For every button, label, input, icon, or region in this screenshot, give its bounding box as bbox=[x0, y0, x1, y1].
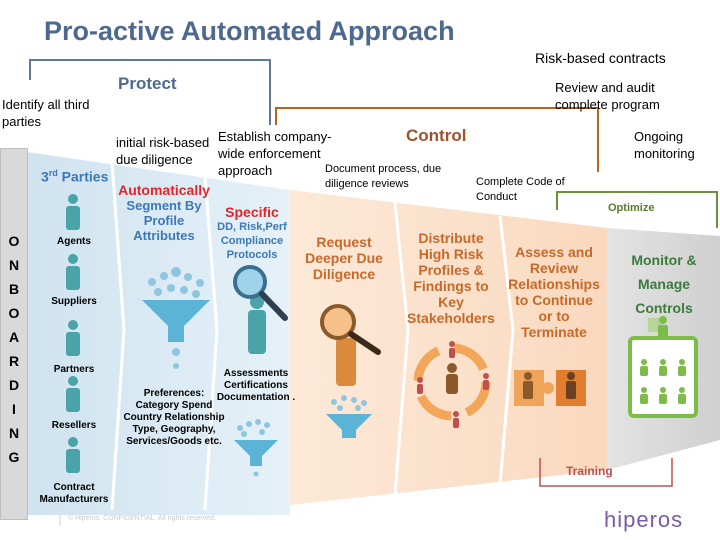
note-document: Document process, due diligence reviews bbox=[325, 163, 442, 190]
onboarding-letter: I bbox=[12, 401, 16, 417]
parties-heading: 3rd Parties bbox=[41, 168, 109, 185]
protect-band bbox=[27, 152, 290, 515]
copyright-text: © Hiperos. CONFIDENTIAL. All rights rese… bbox=[68, 515, 216, 522]
manufacturers-figure-icon bbox=[66, 437, 80, 473]
segment-block: Automatically Segment By Profile Attribu… bbox=[116, 182, 212, 243]
specific-title-red: Specific bbox=[225, 204, 279, 220]
resellers-figure-icon bbox=[66, 376, 80, 412]
note-initial: initial risk-based due diligence bbox=[116, 135, 210, 167]
party-manufacturers: Contract Manufacturers bbox=[39, 482, 109, 505]
specific-funnel-icon bbox=[234, 419, 278, 477]
note-review-audit: Review and audit complete program bbox=[555, 80, 660, 112]
specific-magnifier-figure-icon bbox=[233, 265, 288, 354]
onboarding-letter: R bbox=[8, 353, 20, 369]
control-label: Control bbox=[406, 126, 467, 145]
onboarding-letter: O bbox=[8, 233, 20, 249]
onboarding-letter: N bbox=[8, 425, 20, 441]
optimize-label: Optimize bbox=[608, 202, 655, 214]
note-identify: Identify all third parties bbox=[2, 97, 90, 129]
monitor-orgchart-icon bbox=[628, 316, 698, 418]
control-band bbox=[290, 190, 607, 505]
training-label: Training bbox=[566, 464, 613, 478]
control-bracket bbox=[275, 107, 599, 172]
protect-bracket bbox=[29, 59, 271, 125]
party-agents: Agents bbox=[57, 236, 91, 247]
optimize-bracket bbox=[556, 191, 718, 228]
request-funnel-icon bbox=[326, 395, 372, 438]
onboarding-letter: A bbox=[8, 329, 20, 345]
note-ongoing: Ongoing monitoring bbox=[634, 129, 695, 161]
onboarding-letter: B bbox=[8, 281, 20, 297]
partners-figure-icon bbox=[66, 320, 80, 356]
monitor-label: Monitor & Manage Controls bbox=[631, 252, 697, 316]
party-suppliers: Suppliers bbox=[51, 296, 97, 307]
party-figures bbox=[66, 194, 80, 473]
distribute-label: Distribute High Risk Profiles & Findings… bbox=[407, 230, 495, 326]
onboarding-letter: O bbox=[8, 305, 20, 321]
segment-title: Segment By Profile Attributes bbox=[126, 198, 202, 243]
hiperos-logo: hiperos bbox=[604, 507, 684, 532]
request-label: Request Deeper Due Diligence bbox=[305, 234, 383, 282]
specific-assessments: Assessments Certifications Documentation… bbox=[216, 368, 296, 403]
assess-label: Assess and Review Relationships to Conti… bbox=[508, 244, 600, 340]
note-complete-code: Complete Code of Conduct bbox=[476, 176, 565, 203]
party-resellers: Resellers bbox=[51, 420, 97, 431]
segment-funnel-icon bbox=[142, 267, 210, 369]
distribute-cycle-icon bbox=[413, 341, 491, 428]
party-partners: Partners bbox=[53, 364, 95, 375]
onboarding-bar: O N B O A R D I N G bbox=[0, 148, 28, 520]
segment-preferences: Preferences: Category Spend Country Rela… bbox=[123, 388, 225, 447]
suppliers-figure-icon bbox=[66, 254, 80, 290]
onboarding-letters: O N B O A R D I N G bbox=[1, 229, 27, 469]
request-magnifier-figure-icon bbox=[320, 304, 381, 386]
column-separators bbox=[110, 161, 515, 511]
agents-figure-icon bbox=[66, 194, 80, 230]
assess-puzzle-icon bbox=[514, 370, 586, 406]
parties-heading-sup: rd bbox=[48, 168, 58, 178]
onboarding-letter: D bbox=[8, 377, 20, 393]
note-risk-contracts: Risk-based contracts bbox=[535, 50, 666, 66]
specific-block: Specific DD, Risk,Perf Compliance Protoc… bbox=[212, 204, 292, 262]
page-title: Pro-active Automated Approach bbox=[44, 16, 455, 46]
training-bracket bbox=[539, 458, 673, 487]
protect-label: Protect bbox=[118, 74, 177, 93]
segment-title-red: Automatically bbox=[118, 182, 210, 198]
specific-title: DD, Risk,Perf Compliance Protocols bbox=[217, 221, 287, 261]
onboarding-letter: G bbox=[8, 449, 20, 465]
onboarding-letter: N bbox=[8, 257, 20, 273]
note-establish: Establish company-wide enforcement appro… bbox=[218, 129, 332, 178]
